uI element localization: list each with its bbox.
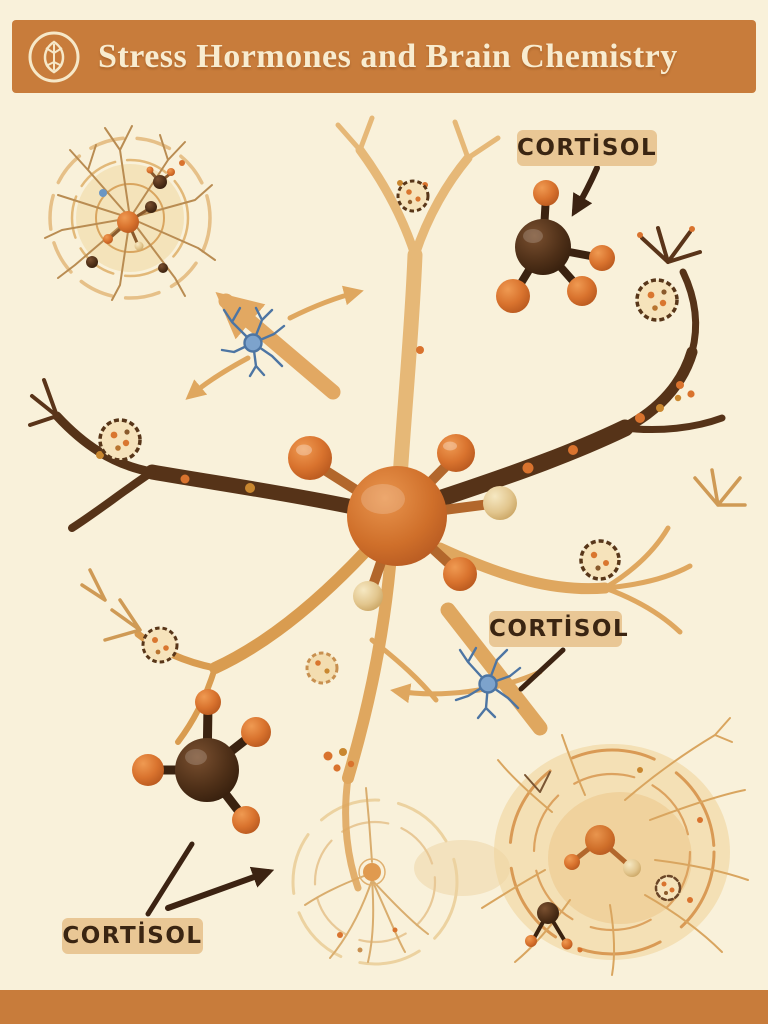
label-pointer-arrows	[145, 165, 600, 917]
vesicle-ring-tan	[305, 651, 339, 685]
cortisol-molecule-top	[496, 180, 615, 313]
free-molecule-dots	[323, 381, 695, 772]
cortisol-label-mid: CORTİSOL	[489, 611, 628, 647]
vesicle-ring	[98, 418, 142, 462]
vesicle-ring	[141, 626, 179, 664]
postsynaptic-region-bottom-middle	[291, 787, 459, 966]
central-neuron-molecule	[288, 434, 517, 611]
header-bar: Stress Hormones and Brain Chemistry	[12, 20, 756, 93]
receiving-neuron-bottom-right	[481, 717, 749, 976]
cortisol-label-bottom: CORTİSOL	[62, 918, 203, 954]
presynaptic-neuron-topleft	[44, 125, 216, 301]
cortisol-molecule-bottom	[132, 689, 271, 834]
vesicle-ring	[635, 278, 679, 322]
interneuron-blue-top	[220, 306, 286, 378]
neuron-logo-icon	[28, 31, 80, 82]
page-title: Stress Hormones and Brain Chemistry	[98, 37, 678, 75]
vesicle-ring	[579, 539, 621, 581]
cortisol-label-top: CORTİSOL	[517, 130, 657, 166]
synaptic-vesicles	[98, 179, 695, 772]
interneuron-blue-mid	[454, 646, 522, 720]
signal-arrows-tan	[185, 285, 543, 704]
vesicle-ring	[396, 179, 430, 213]
footer-bar	[0, 990, 768, 1024]
